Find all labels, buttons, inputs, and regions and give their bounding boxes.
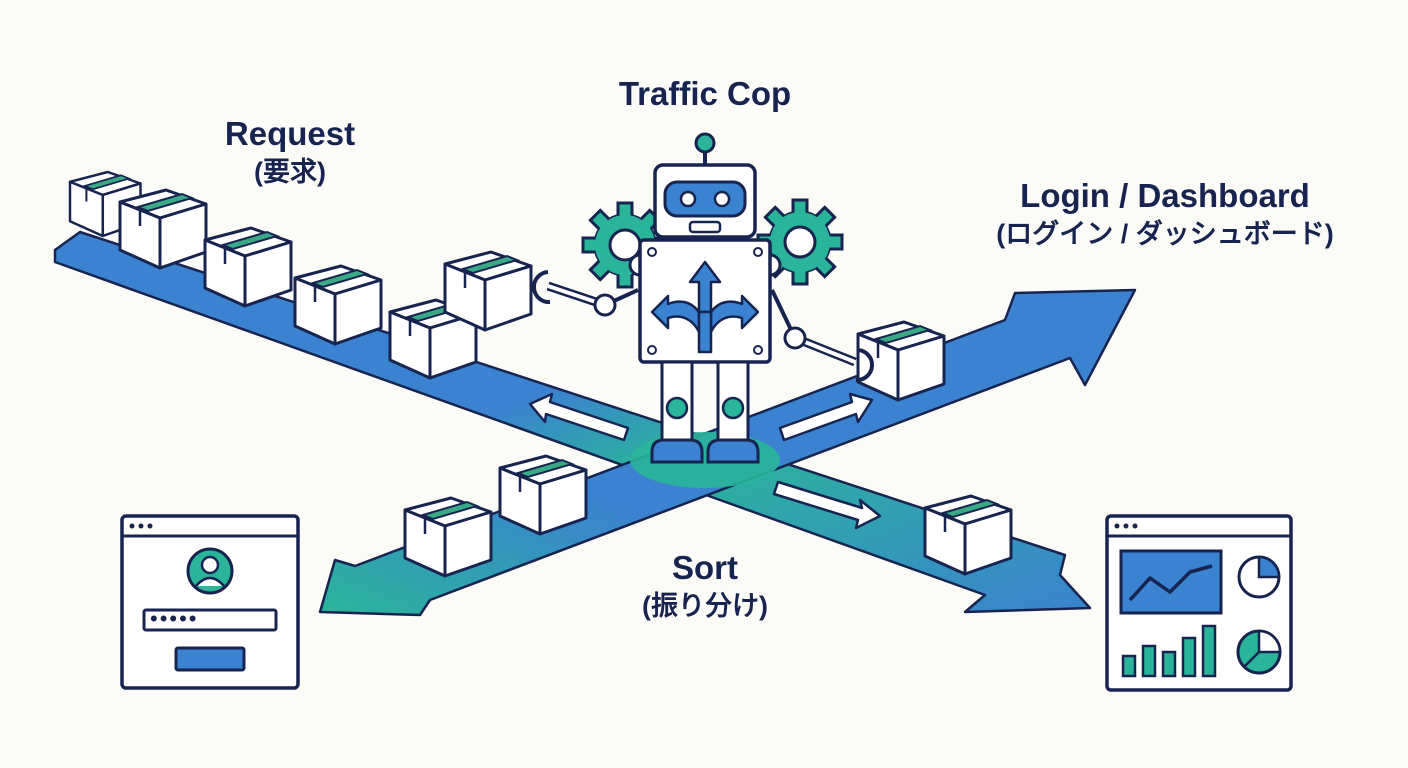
login-dashboard-title: Login / Dashboard — [1020, 177, 1310, 214]
password-field — [142, 608, 278, 632]
robot-icon — [531, 132, 875, 464]
dashboard-window — [1105, 514, 1293, 692]
user-avatar-icon — [186, 547, 234, 595]
login-window — [120, 514, 300, 690]
traffic-cop-label: Traffic Cop — [580, 74, 830, 114]
fork-arrows-icon — [650, 260, 760, 354]
request-subtitle: (要求) — [254, 157, 326, 187]
login-submit-button — [174, 646, 246, 672]
sort-title: Sort — [672, 549, 738, 586]
line-chart-icon — [1119, 549, 1223, 615]
login-dashboard-label: Login / Dashboard (ログイン / ダッシュボード) — [955, 176, 1375, 252]
pie-chart-icon — [1236, 629, 1282, 675]
sort-subtitle: (振り分け) — [642, 591, 768, 621]
bar-chart-icon — [1121, 624, 1217, 678]
sort-label: Sort (振り分け) — [600, 548, 810, 624]
login-dashboard-subtitle: (ログイン / ダッシュボード) — [996, 219, 1334, 249]
direction-arrows — [528, 392, 882, 530]
traffic-cop-title: Traffic Cop — [618, 75, 792, 112]
pie-chart-icon — [1237, 555, 1281, 599]
password-mask: ••••• — [150, 606, 199, 631]
request-label: Request (要求) — [190, 114, 390, 190]
request-title: Request — [224, 115, 356, 152]
